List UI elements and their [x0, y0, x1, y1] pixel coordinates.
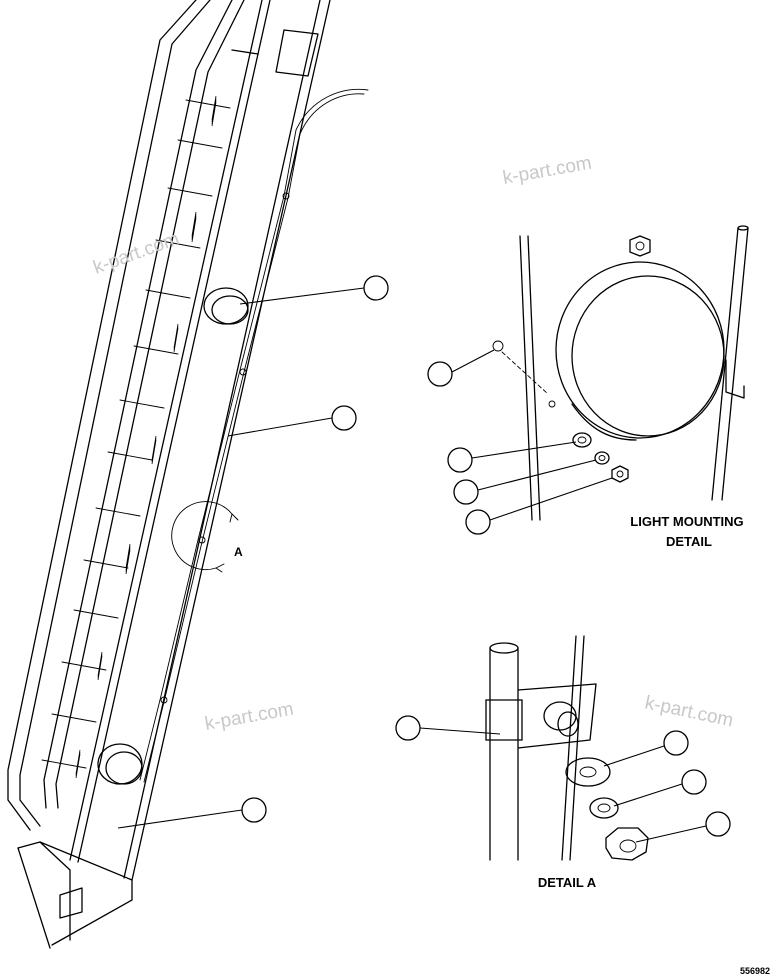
callout-bubble	[465, 509, 491, 535]
light-detail-title-line2: DETAIL	[666, 534, 712, 549]
callout-bubble	[395, 715, 421, 741]
callout-bubble	[663, 730, 689, 756]
main-assembly: A	[7, 0, 369, 949]
watermark: k-part.com	[643, 692, 735, 731]
light-detail-title-line1: LIGHT MOUNTING	[630, 514, 743, 529]
light-mounting-detail: LIGHT MOUNTING DETAIL	[451, 225, 749, 549]
callout-bubble	[427, 361, 453, 387]
callout-bubbles	[241, 275, 731, 837]
watermarks: k-part.com k-part.com k-part.com k-part.…	[91, 153, 736, 735]
watermark: k-part.com	[91, 228, 183, 278]
callout-bubble	[331, 405, 357, 431]
callout-bubble	[363, 275, 389, 301]
callout-bubble	[241, 797, 267, 823]
callout-bubble	[705, 811, 731, 837]
watermark: k-part.com	[203, 699, 295, 735]
view-marker-a: A	[234, 545, 243, 559]
callout-bubble	[447, 447, 473, 473]
detail-a-title: DETAIL A	[538, 875, 597, 890]
callout-bubble	[453, 479, 479, 505]
detail-a: DETAIL A	[419, 635, 707, 890]
drawing-number: 556982	[740, 966, 770, 976]
watermark: k-part.com	[501, 153, 593, 189]
callout-bubble	[681, 769, 707, 795]
